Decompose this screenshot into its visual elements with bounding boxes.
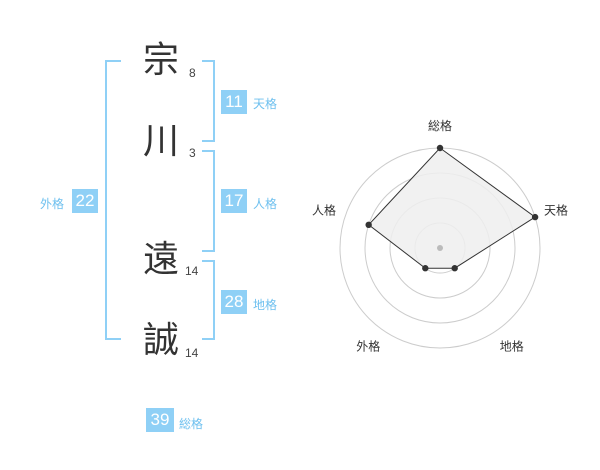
tenkaku-label: 天格 xyxy=(253,97,278,111)
jinkaku-value: 17 xyxy=(221,189,247,213)
radar-axis-label-3: 地格 xyxy=(500,339,524,354)
gaikaku-label: 外格 xyxy=(40,197,65,211)
jinkaku-bracket xyxy=(202,150,215,252)
stroke-count-1: 8 xyxy=(189,66,196,80)
stroke-count-3: 14 xyxy=(185,264,199,278)
tenkaku-value: 11 xyxy=(221,90,247,114)
radar-axis-label-5: 人格 xyxy=(312,202,336,217)
name-char-2: 川 xyxy=(143,121,180,162)
chikaku-value: 28 xyxy=(221,290,247,314)
soukaku-value: 39 xyxy=(146,408,174,432)
radar-center-dot xyxy=(437,245,443,251)
radar-point-4 xyxy=(422,265,429,272)
tenkaku-bracket xyxy=(202,60,215,142)
stroke-count-4: 14 xyxy=(185,346,199,360)
name-char-4: 誠 xyxy=(143,320,180,361)
radar-point-5 xyxy=(365,221,372,229)
chikaku-label: 地格 xyxy=(253,298,278,312)
gaikaku-value: 22 xyxy=(72,189,98,213)
radar-axis-label-2: 天格 xyxy=(544,202,568,217)
radar-axis-label-4: 外格 xyxy=(356,339,380,354)
radar-polygon xyxy=(367,147,536,269)
radar-point-1 xyxy=(436,144,444,152)
chikaku-bracket xyxy=(202,260,215,340)
jinkaku-label: 人格 xyxy=(253,197,278,211)
gaikaku-bracket xyxy=(105,60,121,340)
radar-point-3 xyxy=(451,265,458,272)
stroke-count-2: 3 xyxy=(189,146,196,160)
soukaku-label: 総格 xyxy=(179,417,204,431)
name-char-1: 宗 xyxy=(143,40,180,81)
radar-axis-label-1: 総格 xyxy=(428,118,452,133)
name-char-3: 遠 xyxy=(143,239,180,280)
radar-point-2 xyxy=(531,213,539,221)
